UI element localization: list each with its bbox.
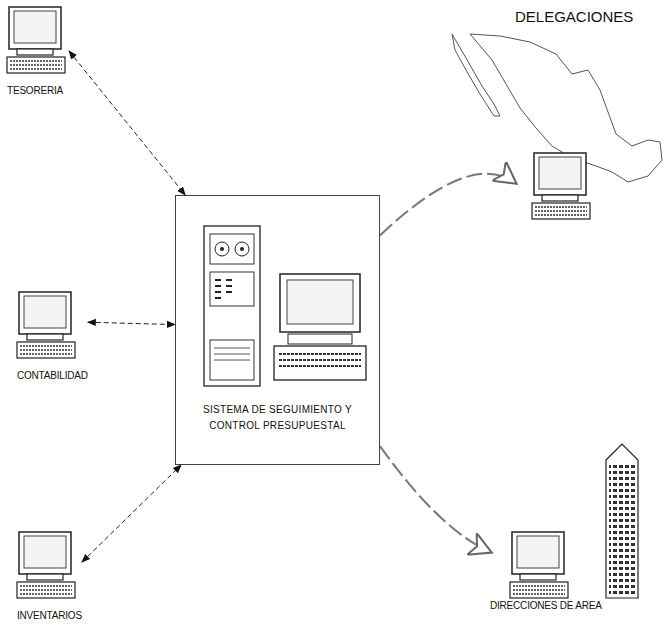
system-box: SISTEMA DE SEGUIMIENTO Y CONTROL PRESUPU… <box>175 195 380 465</box>
node-label: CONTABILIDAD <box>17 370 88 382</box>
server-and-workstation <box>184 208 374 388</box>
data-link <box>88 322 175 324</box>
workstation-node: TESORERIA <box>5 5 69 97</box>
node-label: TESORERIA <box>7 85 63 97</box>
data-link <box>82 465 181 562</box>
icon-holder <box>15 530 79 600</box>
node-label: DELEGACIONES <box>515 8 633 26</box>
node-label: INVENTARIOS <box>17 610 82 622</box>
flow-arrow <box>380 174 515 236</box>
node-label: DIRECCIONES DE AREA <box>490 600 602 612</box>
area-directions-node: DIRECCIONES DE AREA <box>490 440 644 612</box>
computer-icon <box>530 151 594 221</box>
computer-icon <box>5 5 69 75</box>
icon-row <box>490 440 644 600</box>
workstation-node: CONTABILIDAD <box>15 290 88 382</box>
computer-icon <box>15 290 79 360</box>
computer-icon <box>15 530 79 600</box>
icon-holder <box>15 290 79 360</box>
icon-holder <box>508 530 572 600</box>
icon-holder <box>600 440 644 600</box>
flow-arrow <box>380 446 490 552</box>
computer-icon <box>508 530 572 600</box>
delegation-node: DELEGACIONES <box>515 8 633 221</box>
icon-holder <box>5 5 69 75</box>
building-icon <box>600 440 644 600</box>
icon-holder <box>530 151 594 221</box>
node-label: SISTEMA DE SEGUIMIENTO Y CONTROL PRESUPU… <box>193 402 363 464</box>
data-link <box>69 51 185 195</box>
workstation-node: INVENTARIOS <box>15 530 82 622</box>
